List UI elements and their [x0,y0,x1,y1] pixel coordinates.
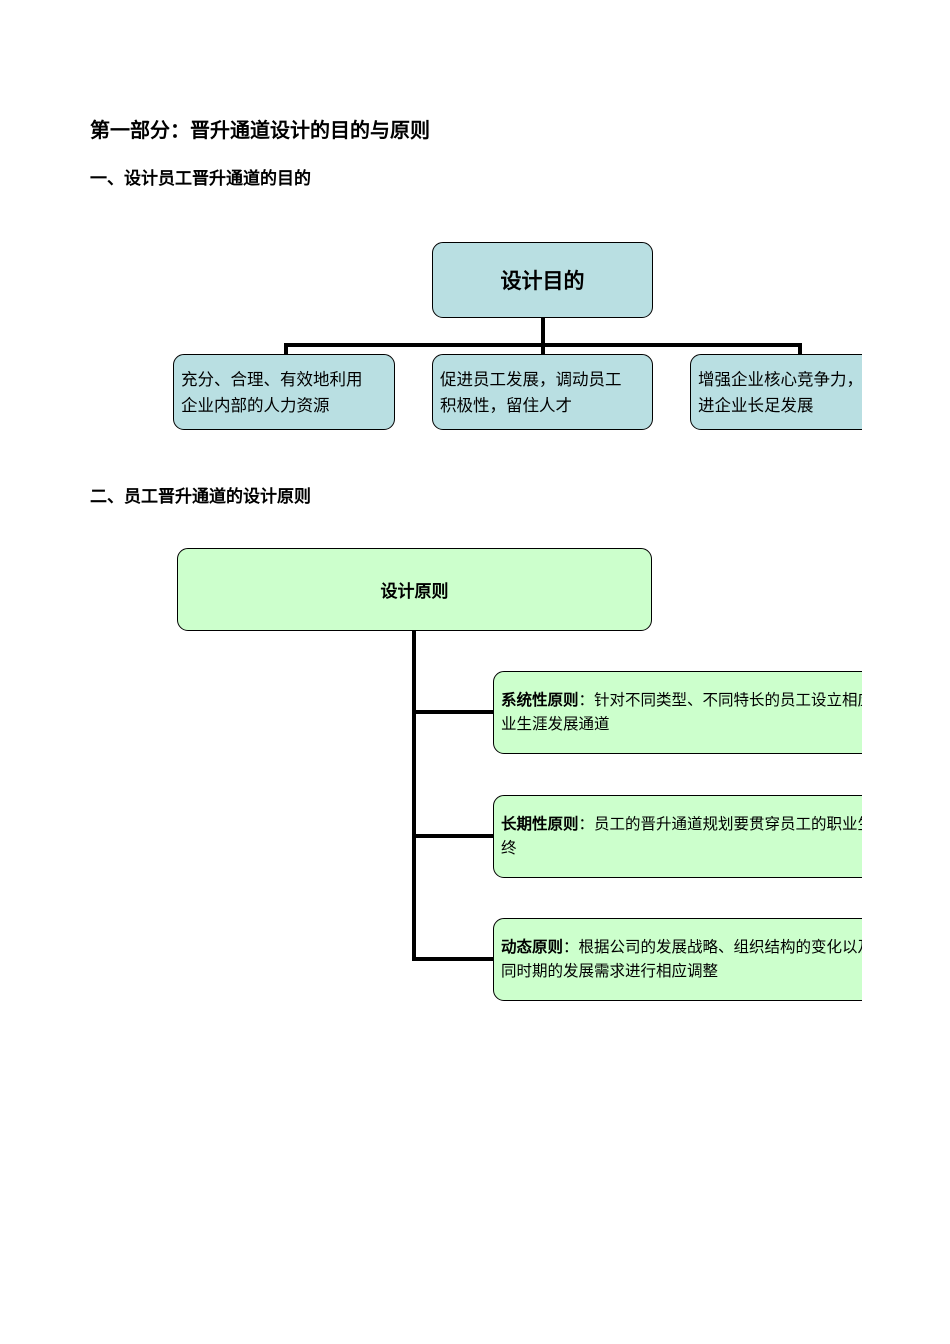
purpose-node-line: 积极性，留住人才 [440,396,572,415]
connector-line [798,343,802,355]
purpose-node: 充分、合理、有效地利用 企业内部的人力资源 [173,354,395,430]
principle-text: 同时期的发展需求进行相应调整 [501,962,719,980]
connector-line [284,343,288,355]
purpose-node-line: 进企业长足发展 [698,396,814,415]
principle-node: 动态原则：根据公司的发展战略、组织结构的变化以及员工不 同时期的发展需求进行相应… [493,918,862,1001]
purpose-node-line: 促进员工发展，调动员工 [440,370,622,389]
purpose-root-label: 设计目的 [500,269,585,293]
principle-separator: ： [563,938,579,956]
principle-name: 系统性原则 [501,691,579,709]
principle-text: 业生涯发展通道 [501,715,610,733]
purpose-node-line: 充分、合理、有效地利用 [181,370,363,389]
principle-root-node: 设计原则 [177,548,652,631]
purpose-root-node: 设计目的 [432,242,653,318]
principle-text: 根据公司的发展战略、组织结构的变化以及员工不 [578,938,862,956]
purpose-node-line: 增强企业核心竞争力，促 [698,370,862,389]
principle-separator: ： [578,815,595,833]
connector-line [412,834,493,838]
page-title: 第一部分：晋升通道设计的目的与原则 [90,118,430,142]
principle-text: 终 [501,839,517,857]
principle-node: 系统性原则：针对不同类型、不同特长的员工设立相应的职 业生涯发展通道 [493,671,862,754]
connector-line [412,631,416,961]
purpose-node: 增强企业核心竞争力，促 进企业长足发展 [690,354,862,430]
purpose-node: 促进员工发展，调动员工 积极性，留住人才 [432,354,653,430]
connector-line [412,957,493,961]
section-heading-purpose: 一、设计员工晋升通道的目的 [90,169,311,189]
section-heading-principles: 二、员工晋升通道的设计原则 [90,487,311,507]
principle-text: 针对不同类型、不同特长的员工设立相应的职 [594,691,862,709]
connector-line [541,318,545,345]
principle-root-label: 设计原则 [380,582,449,602]
connector-line [412,710,493,714]
principle-name: 长期性原则 [501,815,579,833]
diagram-clip-area: 设计目的 充分、合理、有效地利用 企业内部的人力资源 促进员工发展，调动员工 积… [173,242,862,1001]
principle-node: 长期性原则：员工的晋升通道规划要贯穿员工的职业生涯始 终 [493,795,862,878]
principle-name: 动态原则 [501,938,564,956]
purpose-node-line: 企业内部的人力资源 [181,396,330,415]
principle-text: 员工的晋升通道规划要贯穿员工的职业生涯始 [594,815,862,833]
principle-separator: ： [578,691,595,709]
connector-line [541,343,545,355]
